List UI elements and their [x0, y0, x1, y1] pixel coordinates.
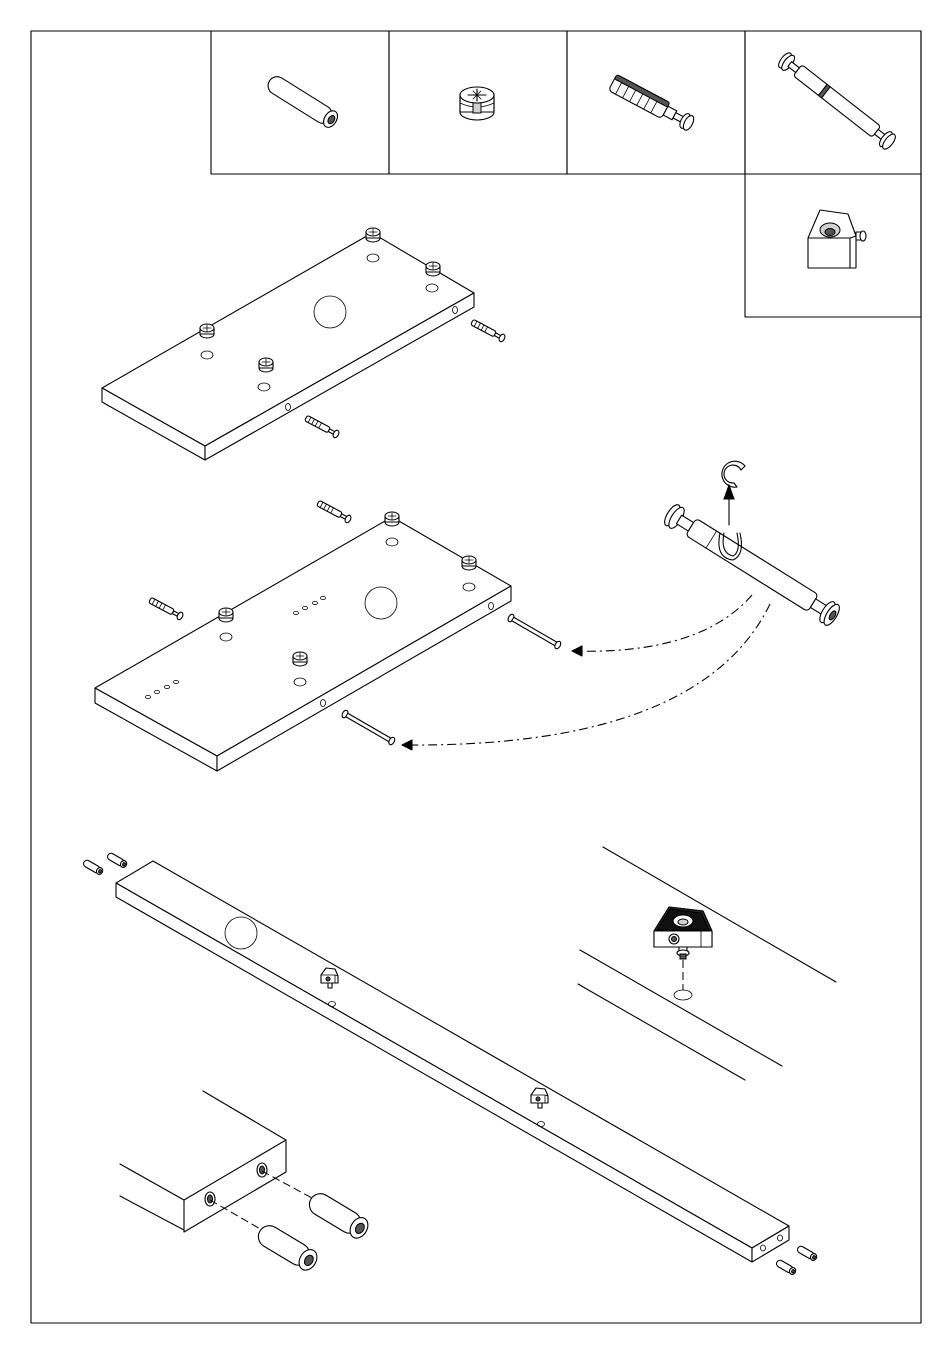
cam-bolt: [148, 596, 184, 620]
cam-lock: [259, 358, 273, 372]
double-cam-bolt: [507, 613, 562, 649]
pointer-arrow: [572, 595, 752, 651]
cam-lock: [366, 228, 380, 242]
step-panel-with-double-cam-bolts: [95, 499, 770, 771]
step-panel-with-cam-locks: [102, 228, 506, 460]
double-bolt-clip-detail: [662, 461, 843, 627]
cam-bolt: [470, 318, 506, 342]
wooden-dowel: [106, 852, 128, 869]
wooden-dowel: [254, 1222, 320, 1274]
circlip-icon: [722, 461, 745, 487]
dowel-insertion-detail: [120, 1091, 372, 1273]
shelf-support-icon: [808, 210, 866, 268]
cam-lock-icon: [460, 87, 494, 120]
wooden-dowel-icon: [265, 73, 341, 130]
wooden-dowel: [82, 859, 104, 876]
double-cam-bolt-icon: [776, 51, 897, 151]
double-cam-bolt: [341, 709, 396, 745]
wooden-dowel: [775, 1259, 797, 1276]
cam-bolt-icon: [608, 75, 696, 133]
cam-lock: [200, 324, 214, 338]
cam-lock: [426, 262, 440, 276]
wooden-dowel: [305, 1190, 371, 1242]
wooden-dowel: [796, 1245, 818, 1262]
cam-bolt: [316, 499, 352, 523]
cam-bolt: [304, 414, 340, 438]
shelf-support-detail: [578, 847, 836, 1101]
